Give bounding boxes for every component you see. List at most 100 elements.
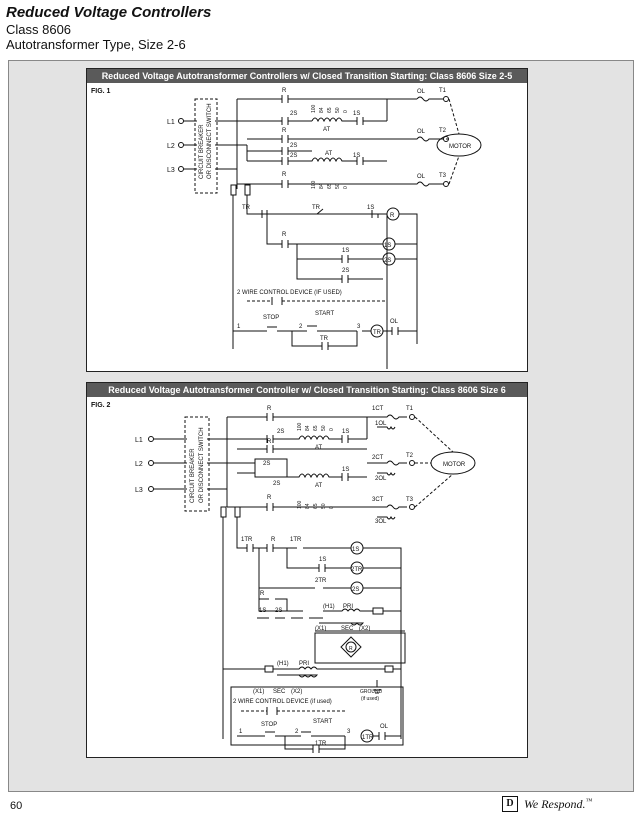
- svg-text:(H1): (H1): [277, 661, 289, 667]
- start-label: START: [315, 311, 334, 317]
- svg-text:84: 84: [319, 183, 325, 189]
- svg-text:1S: 1S: [384, 243, 391, 249]
- svg-text:2S: 2S: [290, 143, 297, 149]
- page-title: Reduced Voltage Controllers: [6, 4, 212, 21]
- page-subtitle-type: Autotransformer Type, Size 2-6: [6, 37, 186, 52]
- at-1-label: AT: [323, 127, 331, 133]
- svg-text:R: R: [349, 646, 353, 652]
- terminal-l2: [178, 142, 184, 148]
- breaker-label-2: OR DISCONNECT SWITCH: [207, 103, 213, 179]
- r-contact-1-label: R: [282, 88, 287, 94]
- coil-r-2: [345, 641, 357, 653]
- svg-text:100: 100: [297, 422, 303, 431]
- ol-3: [387, 181, 443, 187]
- svg-text:CIRCUIT BREAKER: CIRCUIT BREAKER: [190, 448, 196, 503]
- svg-text:100: 100: [297, 500, 303, 509]
- svg-text:1S: 1S: [342, 248, 349, 254]
- svg-text:2TR: 2TR: [315, 578, 327, 584]
- s1-contact-1-label: 1S: [353, 111, 360, 117]
- ct-3-label: 3CT: [372, 497, 384, 503]
- svg-text:R: R: [282, 232, 287, 238]
- svg-text:T1: T1: [406, 406, 414, 412]
- figure-2-label: FIG. 2: [91, 402, 111, 409]
- svg-text:(X2): (X2): [359, 626, 370, 632]
- svg-text:1S: 1S: [352, 547, 359, 553]
- svg-text:65: 65: [327, 183, 333, 189]
- svg-text:1TR: 1TR: [290, 537, 302, 543]
- svg-text:PRI: PRI: [343, 604, 353, 610]
- svg-text:R: R: [260, 591, 265, 597]
- svg-text:1: 1: [237, 324, 241, 330]
- ct-1-label: 1CT: [372, 406, 384, 412]
- ol-1: [416, 96, 443, 102]
- control-box-2: [230, 686, 404, 746]
- svg-text:50: 50: [335, 183, 341, 189]
- brand-tagline: We Respond.™: [524, 797, 593, 811]
- bus-left: [215, 99, 247, 189]
- svg-text:2S: 2S: [277, 429, 284, 435]
- svg-text:TR: TR: [373, 330, 382, 336]
- svg-text:(X2): (X2): [291, 689, 302, 695]
- page-number: 60: [10, 800, 23, 812]
- svg-text:3OL: 3OL: [375, 519, 387, 525]
- svg-text:50: 50: [335, 107, 341, 113]
- svg-text:R: R: [271, 537, 276, 543]
- terminal-l1: [178, 118, 184, 124]
- s2-contact-1-label: 2S: [290, 111, 297, 117]
- svg-text:2S: 2S: [342, 268, 349, 274]
- svg-text:1S: 1S: [342, 467, 349, 473]
- rectifier: [340, 636, 362, 658]
- figure-1-schematic: FIG. 1 CIRCUIT BREAKER OR DISCONNECT SWI…: [91, 88, 482, 369]
- svg-text:TR: TR: [312, 205, 321, 211]
- svg-text:2S: 2S: [275, 608, 282, 614]
- svg-text:R: R: [267, 495, 272, 501]
- svg-text:50: 50: [321, 503, 327, 509]
- svg-text:START: START: [313, 719, 332, 725]
- svg-text:1S: 1S: [342, 429, 349, 435]
- line-l3-label-2: L3: [135, 487, 143, 494]
- svg-text:65: 65: [313, 425, 319, 431]
- svg-text:R: R: [390, 213, 395, 219]
- svg-text:AT: AT: [315, 445, 323, 451]
- svg-text:100: 100: [311, 180, 317, 189]
- svg-text:(X1): (X1): [253, 689, 264, 695]
- svg-text:0: 0: [343, 186, 349, 189]
- figure-2-schematic: FIG. 2 CIRCUIT BREAKER OR DISCONNECT SWI…: [91, 402, 476, 753]
- svg-text:2S: 2S: [273, 481, 280, 487]
- figure-1-panel: Reduced Voltage Autotransformer Controll…: [86, 68, 528, 372]
- figure-2-heading: Reduced Voltage Autotransformer Controll…: [87, 383, 527, 397]
- line-l1-label: L1: [167, 119, 175, 126]
- svg-text:R: R: [267, 406, 272, 412]
- svg-text:1OL: 1OL: [375, 421, 387, 427]
- breaker-box: [194, 98, 218, 194]
- line-l1-label-2: L1: [135, 437, 143, 444]
- svg-text:OL: OL: [390, 319, 399, 325]
- svg-text:1S: 1S: [319, 557, 326, 563]
- svg-text:T2: T2: [406, 453, 414, 459]
- brand-logo-icon: D: [502, 796, 518, 812]
- tr-contact-label: TR: [242, 205, 251, 211]
- svg-text:OL: OL: [417, 129, 426, 135]
- svg-text:1TR: 1TR: [315, 741, 327, 747]
- svg-text:3: 3: [347, 729, 351, 735]
- breaker-box-2: [184, 416, 210, 512]
- svg-text:84: 84: [305, 503, 311, 509]
- svg-text:2S: 2S: [290, 153, 297, 159]
- svg-text:0: 0: [343, 110, 349, 113]
- motor-2-label: MOTOR: [443, 462, 466, 468]
- at-2-label: AT: [325, 151, 333, 157]
- line-l2-label: L2: [167, 143, 175, 150]
- svg-text:1TR: 1TR: [362, 735, 374, 741]
- svg-text:R: R: [282, 172, 287, 178]
- svg-text:SEC: SEC: [273, 689, 286, 695]
- ground-label: GROUND: [360, 689, 383, 695]
- svg-text:PRI: PRI: [299, 661, 309, 667]
- svg-text:0: 0: [329, 428, 335, 431]
- breaker-label-1: CIRCUIT BREAKER: [199, 124, 205, 179]
- tr1-contact-label: 1TR: [241, 537, 253, 543]
- row-1-top: [237, 98, 388, 105]
- svg-text:STOP: STOP: [261, 722, 277, 728]
- svg-text:65: 65: [327, 107, 333, 113]
- svg-text:1S: 1S: [367, 205, 374, 211]
- svg-text:2S: 2S: [384, 258, 391, 264]
